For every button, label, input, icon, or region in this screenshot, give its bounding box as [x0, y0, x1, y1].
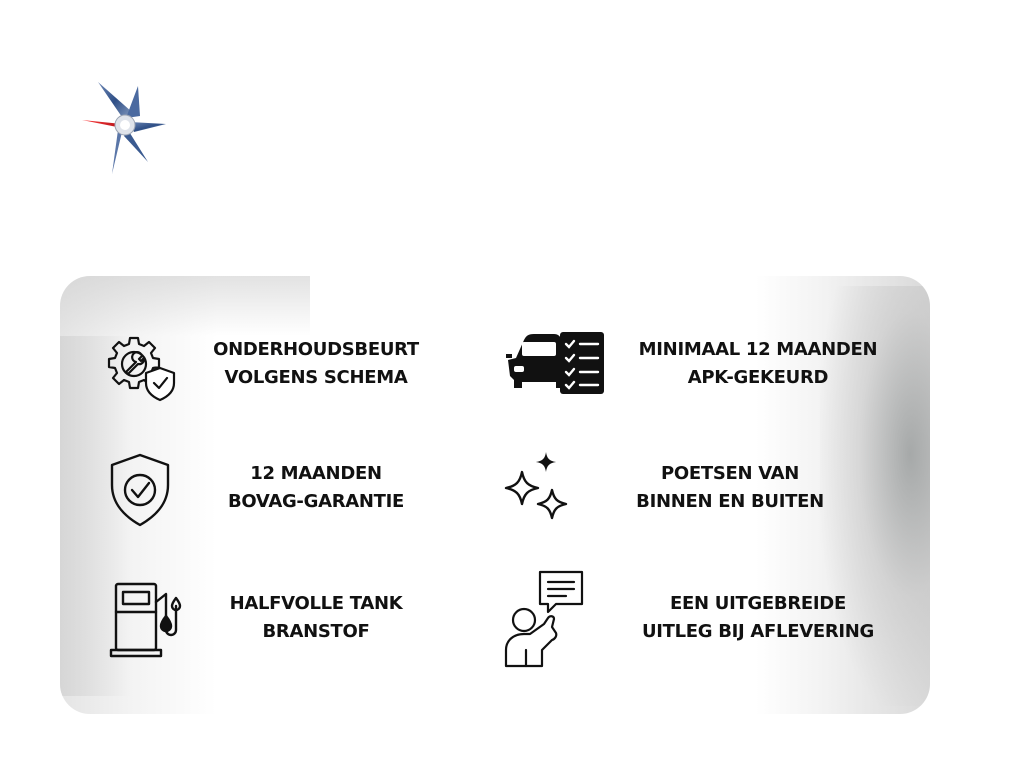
star-logo-icon — [78, 76, 170, 176]
feature-label-fuel: HALFVOLLE TANK BRANSTOF — [229, 593, 403, 642]
feature-label-polish: POETSEN VAN BINNEN EN BUITEN — [636, 463, 824, 512]
fuel-pump-icon — [108, 580, 184, 660]
feature-label-handover: EEN UITGEBREIDE UITLEG BIJ AFLEVERING — [641, 593, 875, 642]
feature-label-warranty: 12 MAANDEN BOVAG-GARANTIE — [227, 463, 405, 512]
background-haze — [60, 336, 130, 696]
car-checklist-icon — [504, 330, 608, 396]
maintenance-gear-shield-icon — [104, 334, 180, 402]
background-car-image — [820, 286, 930, 706]
shield-check-icon — [108, 452, 172, 528]
feature-panel — [60, 276, 930, 714]
feature-label-apk: MINIMAAL 12 MAANDEN APK-GEKEURD — [638, 339, 878, 388]
sparkles-icon — [502, 450, 572, 530]
person-speech-bubble-icon — [502, 570, 586, 670]
background-blur — [60, 276, 310, 336]
feature-label-maintenance: ONDERHOUDSBEURT VOLGENS SCHEMA — [213, 339, 419, 388]
